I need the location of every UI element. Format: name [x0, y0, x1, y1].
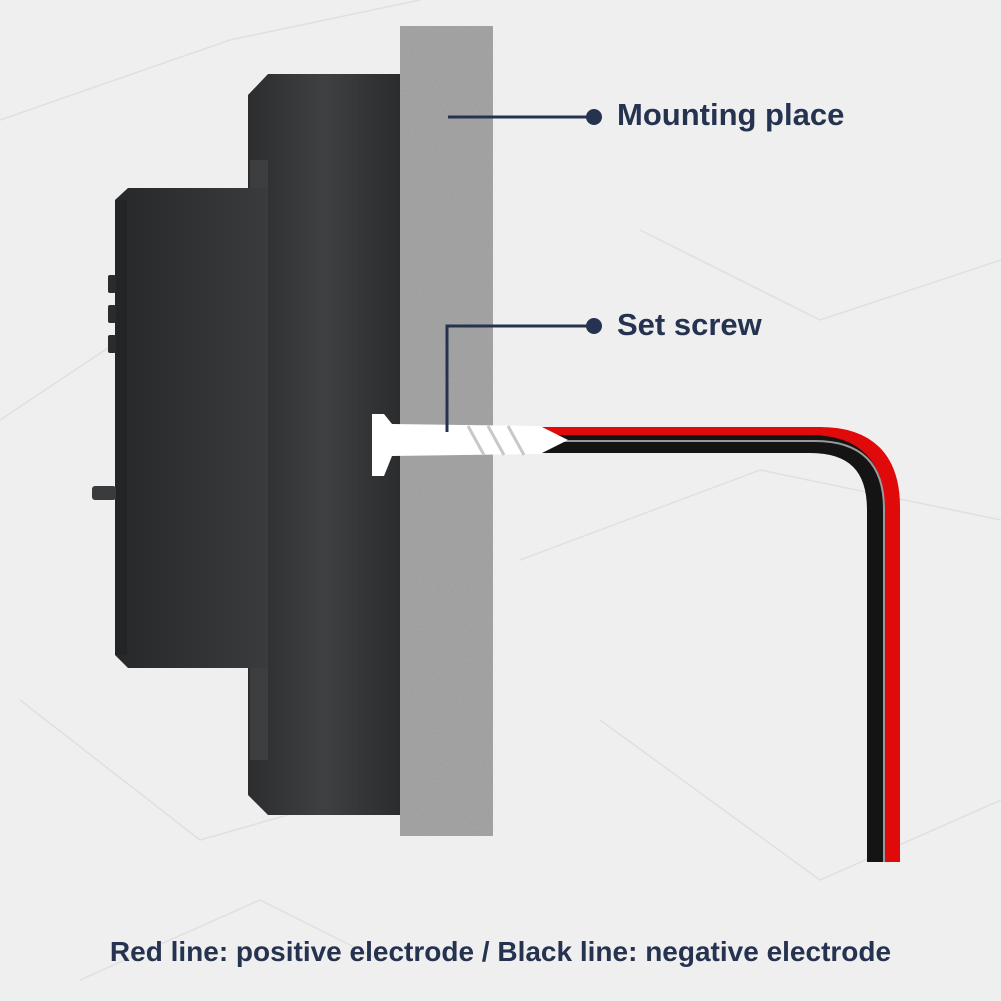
wire-polarity-caption: Red line: positive electrode / Black lin… — [109, 936, 892, 967]
set-screw-label: Set screw — [617, 307, 762, 342]
device-front-panel — [115, 188, 268, 668]
callout-mounting-place — [448, 109, 602, 125]
set-screw — [372, 414, 568, 476]
positive-wire — [540, 427, 900, 862]
wire-bundle — [540, 427, 900, 862]
callout-set-screw — [445, 318, 602, 432]
mounting-place-label: Mounting place — [617, 97, 845, 132]
negative-wire — [540, 435, 885, 862]
side-buttons — [92, 275, 116, 500]
